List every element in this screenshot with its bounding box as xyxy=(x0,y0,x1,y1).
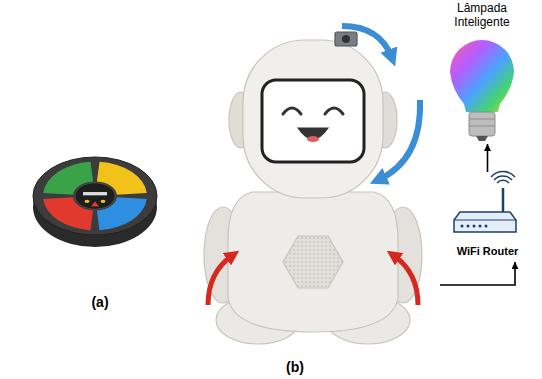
connector-arrow xyxy=(487,144,489,172)
router-body xyxy=(454,212,516,232)
arm-arrow xyxy=(393,255,418,305)
blue-pad xyxy=(97,197,147,230)
simon-game xyxy=(33,157,157,247)
device-node: Lâmpada Inteligente xyxy=(435,0,529,144)
router-light xyxy=(467,225,470,228)
figure-panel: (a) xyxy=(20,130,170,312)
node-label: (b) xyxy=(286,359,304,375)
rotation-arrow xyxy=(378,100,420,180)
game-button xyxy=(101,200,106,203)
wifi-wave xyxy=(497,180,509,183)
router-edge xyxy=(454,220,516,221)
bulb-glass xyxy=(450,40,514,112)
camera-lens xyxy=(342,35,350,43)
robot xyxy=(204,32,422,344)
bulb-base xyxy=(469,112,495,136)
bulb-thread xyxy=(469,119,495,120)
game-button xyxy=(91,201,99,206)
robot-screen xyxy=(262,80,364,162)
game-center xyxy=(75,183,115,209)
robot-tongue xyxy=(307,136,319,142)
robot-head xyxy=(243,40,383,198)
router-light xyxy=(473,225,476,228)
robot-camera xyxy=(335,32,357,46)
device-node: WiFi Router xyxy=(450,172,525,262)
game-logo xyxy=(83,192,107,195)
node-label: (a) xyxy=(91,294,108,310)
red-pad xyxy=(43,197,93,230)
rotation-arrow xyxy=(342,26,392,58)
node-label: WiFi Router xyxy=(457,245,519,258)
robot-eye xyxy=(325,108,343,114)
bulb-thread xyxy=(469,126,495,127)
wifi-router xyxy=(454,172,516,232)
smart-bulb xyxy=(450,40,514,141)
game-button xyxy=(85,200,90,203)
figure-panel: (b) xyxy=(172,0,440,377)
router-light xyxy=(485,225,488,228)
arm-arrow xyxy=(208,255,233,305)
robot-speaker xyxy=(283,236,343,288)
bulb-tip xyxy=(476,136,488,141)
router-antenna xyxy=(502,188,505,213)
wifi-wave xyxy=(491,172,515,177)
router-light xyxy=(479,225,482,228)
robot-eye xyxy=(283,108,301,114)
robot-body xyxy=(228,192,398,332)
router-light xyxy=(461,225,464,228)
connector-arrow xyxy=(440,262,515,285)
wifi-wave xyxy=(494,176,512,180)
game-top xyxy=(33,157,157,235)
node-label: Lâmpada Inteligente xyxy=(437,2,527,30)
